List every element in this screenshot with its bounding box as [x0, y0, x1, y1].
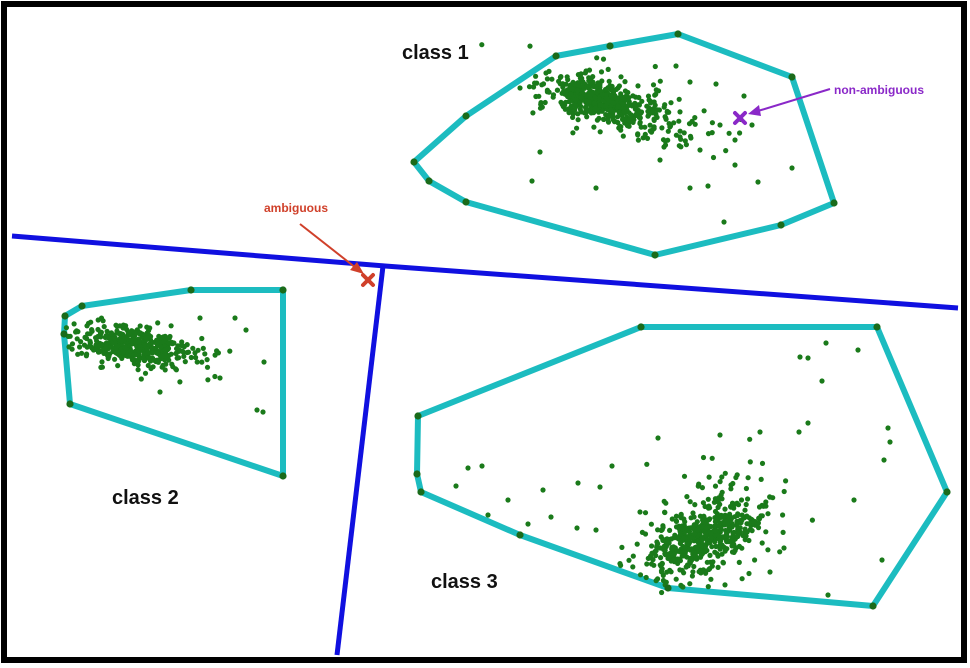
class1-label: class 1	[402, 42, 469, 64]
non-ambiguous-arrow	[748, 88, 831, 116]
ambiguous-label: ambiguous	[264, 201, 328, 215]
class2-label: class 2	[112, 487, 179, 509]
data-points	[61, 42, 893, 598]
class3-label: class 3	[431, 571, 498, 593]
boundary-line-vertical	[334, 265, 386, 656]
decision-boundaries	[11, 233, 959, 656]
boundary-line-horizontal	[11, 233, 959, 311]
convex-hulls	[61, 31, 950, 609]
class1-hull	[411, 31, 837, 258]
non-ambiguous-marker-icon	[733, 111, 747, 125]
class2-hull	[61, 287, 286, 479]
non-ambiguous-label: non-ambiguous	[834, 83, 924, 97]
hull-vertices	[60, 30, 951, 610]
ambiguous-arrow	[299, 223, 364, 274]
class3-hull	[414, 324, 950, 609]
ambiguous-marker-icon	[361, 273, 375, 287]
